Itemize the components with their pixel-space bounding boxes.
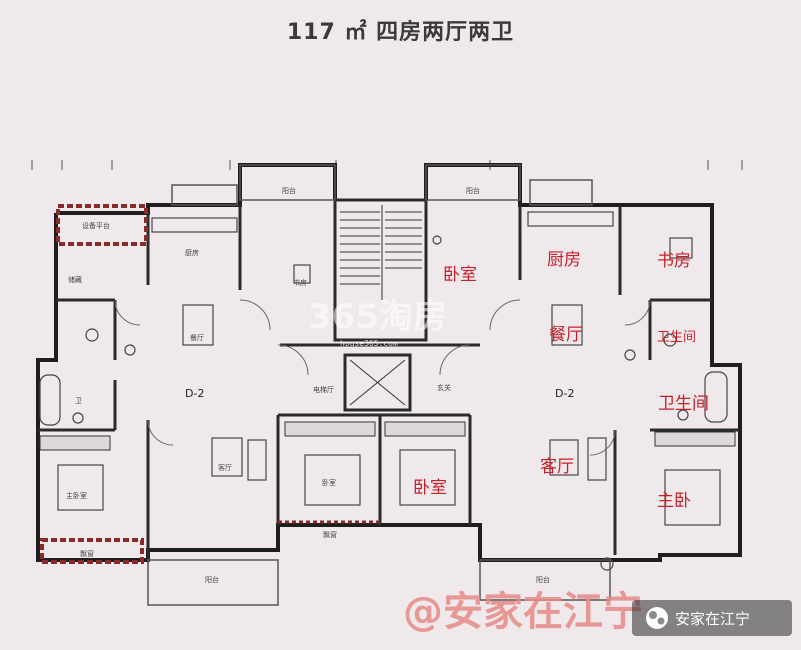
storage-left: 储藏 — [68, 275, 82, 284]
wardrobe-hatch — [39, 421, 736, 451]
equipment-platform: 设备平台 — [82, 221, 110, 230]
site-watermark: 365淘房 house365.com — [308, 297, 447, 348]
wechat-icon — [646, 607, 668, 629]
elevator-shaft — [349, 359, 406, 406]
bathroom-guest-label: 卫生间 — [657, 330, 696, 345]
bath-left: 卫 — [75, 397, 82, 405]
hatched-zones — [40, 204, 148, 564]
small-room-labels: 阳台 阳台 设备平台 厨房 储藏 餐厅 书房 电梯厅 玄关 卫 主卧室 客厅 卧… — [66, 186, 550, 584]
bay-left: 飘窗 — [80, 549, 94, 558]
wechat-badge: 安家在江宁 — [632, 600, 792, 636]
watermark-url: house365.com — [340, 339, 398, 348]
bathroom-master-label: 卫生间 — [658, 394, 709, 414]
balcony-north-left: 阳台 — [282, 186, 296, 195]
dining-label: 餐厅 — [549, 325, 583, 345]
living-left: 客厅 — [218, 463, 232, 472]
plan-title: 117 ㎡ 四房两厅两卫 — [286, 20, 515, 45]
master-left: 主卧室 — [66, 491, 87, 500]
bedroom-south-label: 卧室 — [413, 478, 447, 498]
balcony-south-left: 阳台 — [205, 575, 219, 584]
door-swings — [114, 299, 651, 456]
footer-watermark: @安家在江宁 — [403, 589, 643, 635]
unit-label-right: D-2 — [555, 387, 574, 400]
living-label: 客厅 — [540, 457, 574, 477]
dining-left: 餐厅 — [190, 333, 204, 342]
balcony-north-right: 阳台 — [466, 186, 480, 195]
bay-mid: 飘窗 — [323, 530, 337, 539]
unit-label-left: D-2 — [185, 387, 204, 400]
outer-walls — [36, 163, 742, 562]
red-room-labels: 卧室 厨房 书房 餐厅 卫生间 卫生间 客厅 卧室 主卧 — [413, 250, 709, 511]
balconies — [147, 164, 611, 606]
balcony-south-right: 阳台 — [536, 575, 550, 584]
inner-walls — [38, 198, 740, 560]
stairs — [340, 205, 422, 300]
bedroom-north-label: 卧室 — [443, 265, 477, 285]
furniture — [39, 211, 728, 571]
dimension-ticks — [31, 160, 743, 170]
master-bedroom-label: 主卧 — [657, 491, 691, 511]
study-label: 书房 — [657, 251, 691, 271]
wechat-name: 安家在江宁 — [675, 610, 750, 628]
watermark-logo: 365淘房 — [308, 297, 447, 337]
bedroom-left: 卧室 — [322, 478, 336, 487]
kitchen-left: 厨房 — [185, 248, 199, 257]
elevator-hall: 电梯厅 — [313, 385, 334, 394]
entrance: 玄关 — [437, 383, 451, 392]
kitchen-label: 厨房 — [547, 250, 581, 270]
study-left: 书房 — [293, 278, 307, 287]
